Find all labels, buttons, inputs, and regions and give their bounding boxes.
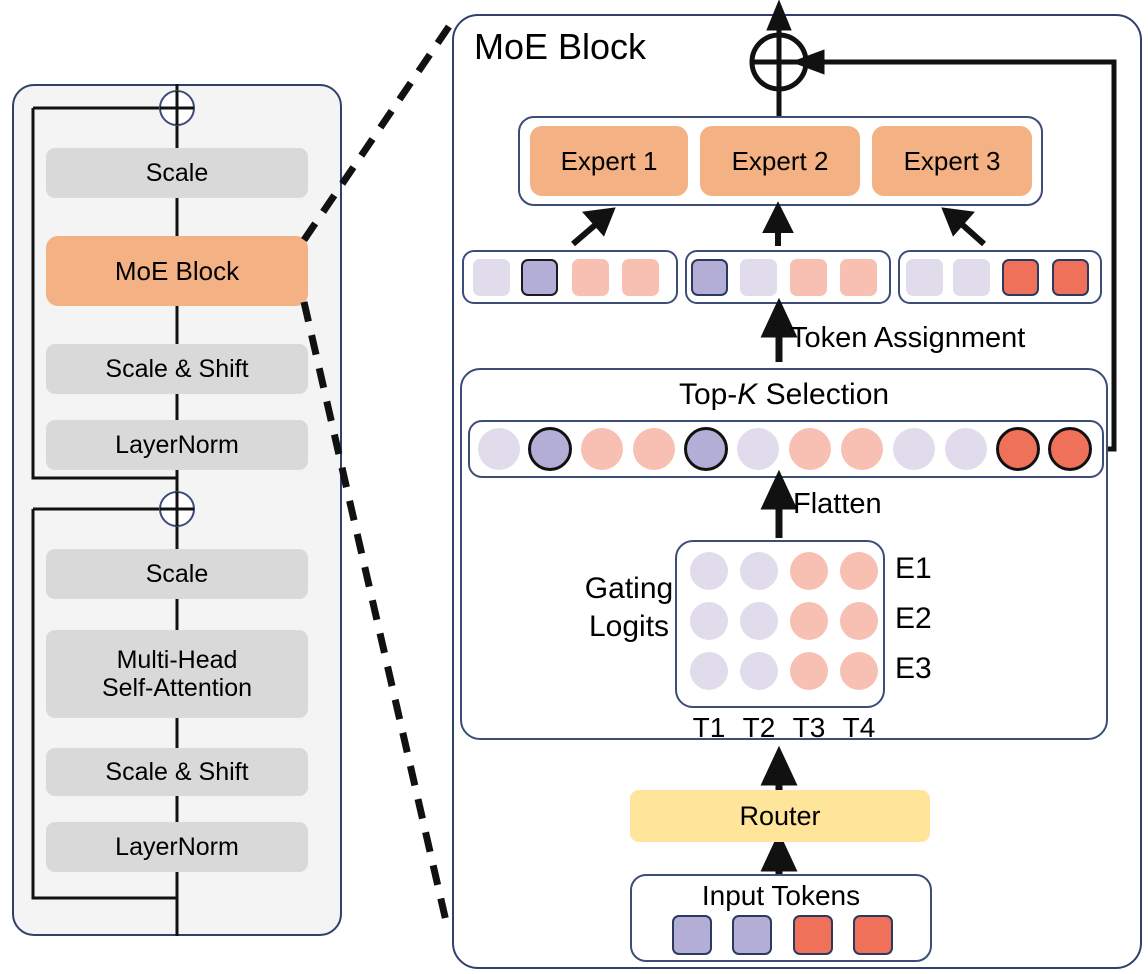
- block-label: Scale & Shift: [105, 355, 249, 383]
- topk-circle-7: [789, 428, 831, 470]
- block-scale-1: Scale: [46, 148, 308, 198]
- input-token-3: [793, 915, 833, 955]
- block-multi-head-self-attention: Multi-Head Self-Attention: [46, 630, 308, 718]
- group3-token-2: [953, 259, 990, 296]
- topk-selection-label: Top-K Selection: [460, 378, 1108, 412]
- input-token-1: [672, 915, 712, 955]
- input-token-4: [853, 915, 893, 955]
- expert-2[interactable]: Expert 2: [700, 126, 860, 196]
- expert-1[interactable]: Expert 1: [530, 126, 688, 196]
- gating-cell-e3-t4: [840, 652, 878, 690]
- mha-label-line1: Multi-Head: [116, 646, 238, 674]
- gating-col-label-t1: T1: [692, 712, 726, 743]
- gating-cell-e1-t4: [840, 552, 878, 590]
- gating-row-label-e3: E3: [895, 652, 932, 685]
- group1-token-4: [622, 259, 659, 296]
- group2-token-4: [840, 259, 877, 296]
- gating-logits-label: Gating Logits: [564, 570, 694, 645]
- group1-token-2: [521, 259, 558, 296]
- gating-col-label-t3: T3: [792, 712, 826, 743]
- mha-label-line2: Self-Attention: [101, 674, 253, 702]
- block-label: LayerNorm: [115, 431, 239, 459]
- router-block[interactable]: Router: [630, 790, 930, 842]
- gating-cell-e1-t1: [690, 552, 728, 590]
- expert-3[interactable]: Expert 3: [872, 126, 1032, 196]
- block-label: LayerNorm: [115, 833, 239, 861]
- block-moe[interactable]: MoE Block: [46, 236, 308, 306]
- gating-row-label-e1: E1: [895, 552, 932, 585]
- gating-cell-e1-t2: [740, 552, 778, 590]
- block-label: Scale & Shift: [105, 758, 249, 786]
- block-scale-2: Scale: [46, 549, 308, 599]
- gating-cell-e2-t1: [690, 602, 728, 640]
- block-scale-shift-2: Scale & Shift: [46, 748, 308, 796]
- gating-row-label-e2: E2: [895, 602, 932, 635]
- expert-label: Expert 2: [731, 145, 829, 176]
- topk-circle-2: [528, 427, 572, 471]
- topk-circle-9: [893, 428, 935, 470]
- group3-token-4: [1052, 259, 1089, 296]
- gating-logits-line2: Logits: [588, 609, 670, 643]
- expert-label: Expert 1: [560, 145, 658, 176]
- topk-prefix: Top-: [678, 378, 738, 411]
- block-label: Scale: [145, 560, 209, 588]
- topk-suffix: Selection: [757, 378, 890, 411]
- gating-cell-e3-t1: [690, 652, 728, 690]
- group2-token-3: [790, 259, 827, 296]
- input-token-2: [732, 915, 772, 955]
- topk-circle-11: [996, 427, 1040, 471]
- flatten-label: Flatten: [793, 488, 882, 520]
- topk-circle-8: [841, 428, 883, 470]
- topk-circle-5: [684, 427, 728, 471]
- expert-label: Expert 3: [903, 145, 1001, 176]
- gating-logits-line1: Gating: [584, 572, 674, 605]
- router-label: Router: [739, 800, 821, 831]
- block-label: Scale: [145, 159, 209, 187]
- gating-cell-e2-t2: [740, 602, 778, 640]
- topk-circle-1: [478, 428, 520, 470]
- block-layernorm-2: LayerNorm: [46, 822, 308, 872]
- gating-col-label-t2: T2: [742, 712, 776, 743]
- gating-col-label-t4: T4: [842, 712, 876, 743]
- gating-cell-e3-t2: [740, 652, 778, 690]
- topk-k: K: [737, 378, 758, 411]
- gating-cell-e2-t3: [790, 602, 828, 640]
- group3-token-3: [1002, 259, 1039, 296]
- gating-cell-e2-t4: [840, 602, 878, 640]
- topk-circle-4: [633, 428, 675, 470]
- group1-token-3: [572, 259, 609, 296]
- group2-token-1: [691, 259, 728, 296]
- gating-cell-e1-t3: [790, 552, 828, 590]
- topk-circle-3: [581, 428, 623, 470]
- gating-cell-e3-t3: [790, 652, 828, 690]
- moe-block-title: MoE Block: [474, 26, 647, 67]
- group2-token-2: [740, 259, 777, 296]
- token-assignment-label: Token Assignment: [790, 322, 1026, 354]
- block-scale-shift-1: Scale & Shift: [46, 344, 308, 394]
- group3-token-1: [906, 259, 943, 296]
- topk-circle-6: [737, 428, 779, 470]
- group1-token-1: [473, 259, 510, 296]
- topk-circle-10: [945, 428, 987, 470]
- block-layernorm-1: LayerNorm: [46, 420, 308, 470]
- transformer-block-panel: [12, 84, 342, 936]
- topk-circle-12: [1048, 427, 1092, 471]
- input-tokens-label: Input Tokens: [701, 880, 861, 911]
- block-label: MoE Block: [114, 255, 240, 286]
